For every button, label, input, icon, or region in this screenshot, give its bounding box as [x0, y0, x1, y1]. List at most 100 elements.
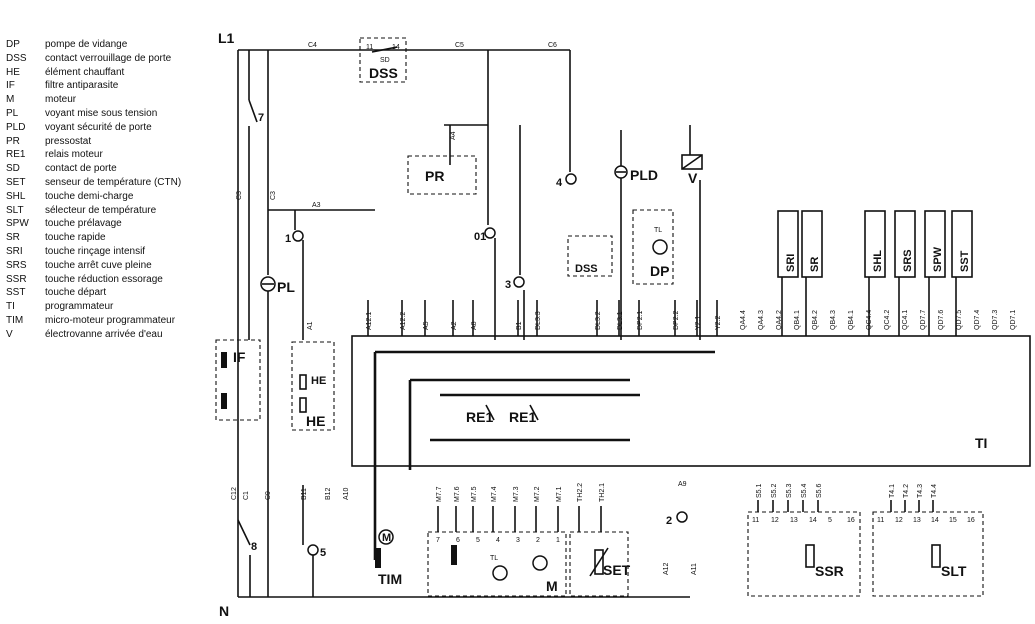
contact-label: 01	[474, 231, 486, 243]
pin-label: 5	[476, 537, 480, 544]
wire-label: S5.3	[786, 483, 793, 498]
set-label: SET	[603, 562, 631, 578]
legend-description: pompe de vidange	[45, 39, 128, 50]
wire-label: DL3.1	[617, 311, 624, 330]
legend-code: SLT	[6, 204, 24, 216]
key-frame	[777, 210, 799, 278]
wire-label: QC4.1	[902, 310, 909, 330]
wire-label: C3	[270, 191, 277, 200]
wire-label: M7.2	[534, 486, 541, 502]
wire-label: M7.3	[513, 486, 520, 502]
legend-code: SR	[6, 232, 20, 244]
re1-a-switch	[485, 404, 495, 421]
wire-label: M7.5	[471, 486, 478, 502]
pin-label: 16	[967, 517, 975, 524]
pin-label: 11	[877, 517, 884, 524]
dss-door-lock-top: 11 14 SD DSS	[359, 37, 407, 83]
key-label: SRI	[785, 254, 797, 272]
dss-small-label: DSS	[575, 263, 598, 275]
re1-b-label: RE1	[509, 409, 536, 425]
ssr-label: SSR	[815, 563, 844, 579]
svg-text:11: 11	[366, 44, 373, 51]
tim-micromotor: M TIM	[375, 529, 402, 587]
wire-label: C1	[243, 491, 250, 500]
legend-code: PR	[6, 135, 20, 147]
pin-label: 16	[847, 517, 855, 524]
wire-label: QA4.4	[740, 310, 747, 330]
wire-label: C6	[548, 42, 557, 49]
tl-label: TL	[654, 227, 662, 234]
legend-code: PL	[6, 107, 19, 119]
wire-label: QD7.1	[1010, 310, 1017, 330]
he-label: HE	[306, 413, 325, 429]
legend-code: SET	[6, 176, 26, 188]
wire-label: A9	[678, 481, 687, 488]
contact-label: 2	[666, 515, 672, 527]
re1-a-label: RE1	[466, 409, 493, 425]
dp-label: DP	[650, 263, 669, 279]
legend-code: SSR	[6, 273, 27, 285]
legend-description: sélecteur de température	[45, 204, 157, 216]
dss-label: DSS	[369, 65, 398, 81]
legend-code: DSS	[6, 52, 27, 64]
legend-code: DP	[6, 39, 20, 50]
legend-description: touche rinçage intensif	[45, 245, 146, 257]
legend-code: HE	[6, 66, 20, 78]
he-heater: HE HE	[291, 341, 335, 431]
pin-label: 14	[931, 517, 939, 524]
legend-description: voyant mise sous tension	[45, 107, 158, 119]
wire-label: A12.1	[366, 312, 373, 330]
wire-label: QB4.2	[812, 310, 819, 330]
wire-label: QB4.1	[848, 310, 855, 330]
legend-description: relais moteur	[45, 149, 103, 161]
rail-l1-label: L1	[218, 30, 235, 46]
tim-label: TIM	[378, 571, 402, 587]
wire-label: T4.4	[931, 484, 938, 498]
legend-description: électrovanne arrivée d'eau	[45, 328, 163, 340]
pin-label: 2	[536, 537, 540, 544]
pin-label: 13	[913, 517, 921, 524]
wire-label: S5.6	[816, 483, 823, 498]
wire-label: A1	[307, 321, 314, 330]
key-label: SST	[959, 250, 971, 272]
contact-label: 5	[320, 547, 326, 559]
wire-label: C3	[236, 191, 243, 200]
wire-label: C4	[308, 42, 317, 49]
wire-label: S5.4	[801, 483, 808, 498]
pr-label: PR	[425, 168, 444, 184]
contact-4: 4	[556, 50, 577, 189]
pin-label: 14	[809, 517, 817, 524]
wire-label: Y2.1	[695, 315, 702, 330]
pl-lamp: PL	[260, 50, 295, 597]
pin-label: 4	[496, 537, 500, 544]
legend-description: touche arrêt cuve pleine	[45, 259, 152, 271]
tl-label: TL	[490, 555, 498, 562]
legend-description: touche demi-charge	[45, 190, 134, 202]
dss-small: DSS	[567, 235, 613, 277]
legend-code: IF	[6, 80, 15, 92]
pin-label: 7	[436, 537, 440, 544]
pin-label: 5	[828, 517, 832, 524]
legend-row: PL voyant mise sous tension	[6, 107, 211, 121]
wire-label: A12.2	[400, 312, 407, 330]
key-frame	[801, 210, 823, 278]
wire-label: Y2.2	[715, 315, 722, 330]
wire-label: B11	[301, 488, 308, 500]
key-label: SPW	[932, 246, 944, 272]
wire-label: M7.6	[454, 486, 461, 502]
